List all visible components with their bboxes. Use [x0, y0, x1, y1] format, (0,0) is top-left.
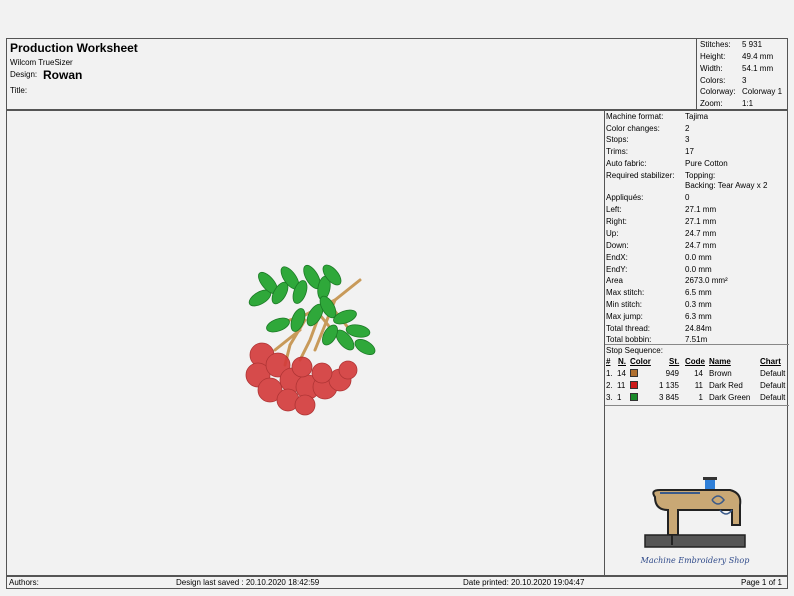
- software-name: Wilcom TrueSizer: [10, 58, 73, 67]
- page-title: Production Worksheet: [10, 41, 138, 55]
- stat-colorway: Colorway:Colorway 1: [700, 87, 783, 96]
- stats-panel: Stitches:5 931 Height:49.4 mm Width:54.1…: [696, 39, 789, 109]
- info-row: Auto fabric:Pure Cotton: [606, 159, 728, 168]
- stop-code: 14: [694, 369, 703, 378]
- color-swatch: [630, 393, 638, 401]
- divider: [605, 405, 789, 406]
- logo-text: Machine Embroidery Shop: [640, 556, 750, 565]
- info-row: Machine format:Tajima: [606, 112, 709, 121]
- stop-chart: Default: [760, 393, 786, 402]
- stat-height: Height:49.4 mm: [700, 52, 774, 61]
- info-row: Max jump:6.3 mm: [606, 312, 712, 321]
- info-row: Max stitch:6.5 mm: [606, 288, 712, 297]
- info-row: Required stabilizer:Topping:: [606, 171, 716, 180]
- design-label: Design:: [10, 70, 38, 79]
- info-row: EndX:0.0 mm: [606, 253, 712, 262]
- col-header-name: Name: [709, 357, 731, 366]
- col-header-n: N.: [618, 357, 626, 366]
- stop-needle: 11: [617, 381, 626, 390]
- info-row: Right:27.1 mm: [606, 217, 717, 226]
- col-header-chart: Chart: [760, 357, 781, 366]
- title-label: Title:: [10, 86, 28, 95]
- last-saved: Design last saved : 20.10.2020 18:42:59: [176, 578, 320, 587]
- authors-label: Authors:: [9, 578, 39, 587]
- stop-num: 1.: [606, 369, 613, 378]
- page-number: Page 1 of 1: [741, 578, 782, 587]
- stat-zoom: Zoom:1:1: [700, 99, 754, 108]
- stat-colors: Colors:3: [700, 76, 747, 85]
- divider: [605, 344, 789, 345]
- info-row: Min stitch:0.3 mm: [606, 300, 712, 309]
- worksheet-footer: Authors: Design last saved : 20.10.2020 …: [6, 576, 788, 589]
- stop-num: 2.: [606, 381, 613, 390]
- info-row: Up:24.7 mm: [606, 229, 717, 238]
- stop-stitches: 1 135: [658, 381, 679, 390]
- thread-spool-icon: [705, 478, 715, 496]
- info-row: Down:24.7 mm: [606, 241, 717, 250]
- sewing-machine-logo: Machine Embroidery Shop: [640, 477, 750, 565]
- stat-width: Width:54.1 mm: [700, 64, 774, 73]
- col-header-num: #: [606, 357, 611, 366]
- stop-stitches: 3 845: [658, 393, 679, 402]
- info-row: Total thread:24.84m: [606, 324, 712, 333]
- stop-code: 11: [694, 381, 703, 390]
- stop-chart: Default: [760, 369, 786, 378]
- rowan-design-preview: [245, 264, 376, 416]
- col-header-code: Code: [685, 357, 705, 366]
- col-header-stitches: St.: [669, 357, 680, 366]
- worksheet-header: Production Worksheet Wilcom TrueSizer De…: [6, 38, 788, 110]
- stop-needle: 1: [617, 393, 622, 402]
- info-row: Appliqués:0: [606, 193, 690, 202]
- info-row: Total bobbin:7.51m: [606, 335, 708, 344]
- info-row: Color changes:2: [606, 124, 690, 133]
- stop-code: 1: [698, 393, 703, 402]
- stop-color-name: Brown: [709, 369, 732, 378]
- stat-stitches: Stitches:5 931: [700, 40, 763, 49]
- info-row: Left:27.1 mm: [606, 205, 717, 214]
- stop-needle: 14: [617, 369, 626, 378]
- stop-stitches: 949: [665, 369, 679, 378]
- color-swatch: [630, 381, 638, 389]
- info-row: Trims:17: [606, 147, 694, 156]
- stop-color-name: Dark Red: [709, 381, 743, 390]
- stop-num: 3.: [606, 393, 613, 402]
- stop-color-name: Dark Green: [709, 393, 751, 402]
- design-info-panel: Machine format:Tajima Color changes:2 St…: [604, 111, 789, 575]
- design-name: Rowan: [43, 68, 83, 82]
- info-row: EndY:0.0 mm: [606, 265, 712, 274]
- stop-sequence-title: Stop Sequence:: [606, 346, 663, 355]
- date-printed: Date printed: 20.10.2020 19:04:47: [463, 578, 585, 587]
- col-header-color: Color: [630, 357, 651, 366]
- color-swatch: [630, 369, 638, 377]
- info-row: Stops:3: [606, 135, 690, 144]
- design-area: Machine format:Tajima Color changes:2 St…: [6, 110, 789, 576]
- stop-chart: Default: [760, 381, 786, 390]
